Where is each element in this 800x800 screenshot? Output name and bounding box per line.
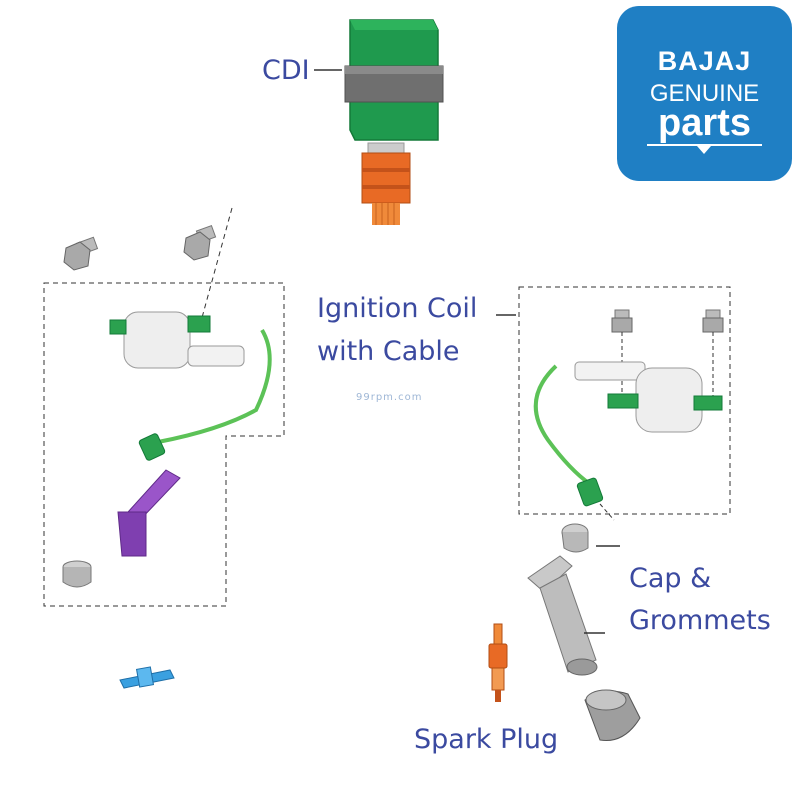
right-grommet xyxy=(561,523,589,553)
right-dashed-guide xyxy=(599,503,615,521)
spark-plug-label: Spark Plug xyxy=(414,724,559,755)
ignition-coil-label-line1: Ignition Coil xyxy=(317,293,478,324)
cap-grommets-label-line1: Cap & xyxy=(629,563,712,594)
bolt-left-1 xyxy=(63,236,99,271)
purple-spark-cap xyxy=(117,469,181,557)
spark-plug xyxy=(488,623,508,702)
left-ignition-box xyxy=(43,282,285,607)
right-ignition-cable xyxy=(533,364,592,486)
cdi-label: CDI xyxy=(262,55,310,86)
blue-connector-part xyxy=(119,666,175,689)
ignition-coil-label-line2: with Cable xyxy=(317,336,460,367)
left-cable-connector xyxy=(138,433,166,461)
cap-grommets-label-line2: Grommets xyxy=(629,605,771,636)
bolt-left-2 xyxy=(183,224,217,261)
right-ignition-coil xyxy=(574,361,723,433)
spark-plug-cap xyxy=(527,555,598,676)
logo-underline xyxy=(647,144,762,146)
watermark: 99rpm.com xyxy=(356,392,423,403)
right-bolts xyxy=(611,309,724,398)
logo-genuine: GENUINE xyxy=(649,80,760,107)
left-ignition-coil xyxy=(109,311,245,369)
bajaj-genuine-parts-logo: BAJAJ GENUINE parts xyxy=(617,6,792,181)
bolt-dashed-guide xyxy=(199,207,233,326)
right-ignition-box xyxy=(518,286,731,515)
logo-tick-icon xyxy=(697,146,711,154)
right-cable-connector xyxy=(576,477,604,507)
gray-boot xyxy=(584,689,641,742)
left-ignition-cable xyxy=(157,328,272,444)
cdi-unit xyxy=(344,19,444,225)
logo-parts: parts xyxy=(658,102,751,144)
logo-brand: BAJAJ xyxy=(657,46,752,76)
left-grommet xyxy=(62,560,92,588)
